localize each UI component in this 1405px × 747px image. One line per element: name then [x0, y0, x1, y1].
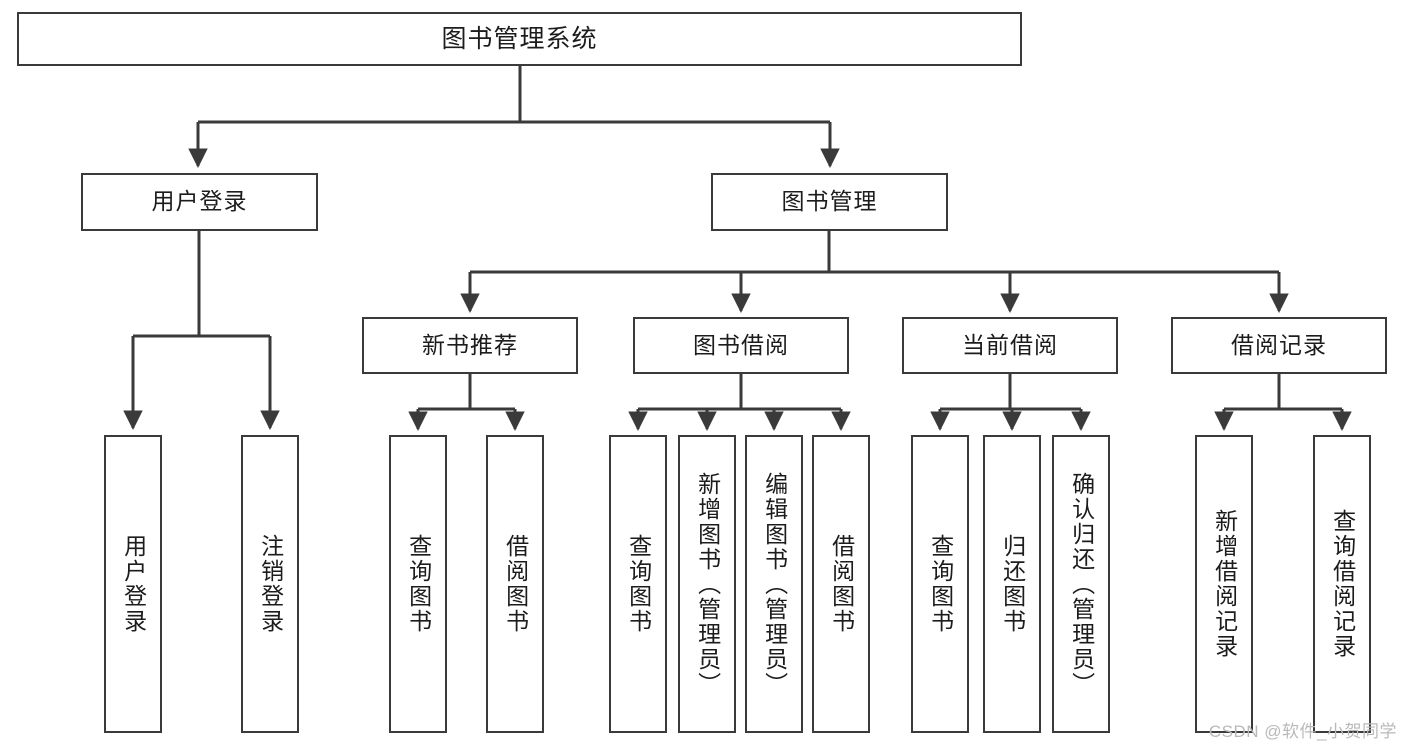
watermark: CSDN @软件_小贺同学	[1208, 722, 1397, 741]
node-book-borrow-label: 图书借阅	[693, 331, 789, 358]
leaf-query-book-recommend[interactable]: 查询图书	[389, 435, 447, 733]
leaf-add-borrow-record-label: 新增借阅记录	[1211, 509, 1238, 659]
node-new-book-recommend-label: 新书推荐	[422, 331, 518, 358]
leaf-return-book-label: 归还图书	[999, 534, 1026, 634]
node-book-borrow[interactable]: 图书借阅	[633, 317, 849, 374]
leaf-logout[interactable]: 注销登录	[241, 435, 299, 733]
leaf-user-login[interactable]: 用户登录	[104, 435, 162, 733]
leaf-borrow-book-recommend-label: 借阅图书	[502, 534, 529, 634]
node-borrow-record[interactable]: 借阅记录	[1171, 317, 1387, 374]
leaf-add-book-admin[interactable]: 新增图书（管理员）	[678, 435, 736, 733]
leaf-query-book-borrow-label: 查询图书	[625, 534, 652, 634]
node-borrow-record-label: 借阅记录	[1231, 331, 1327, 358]
leaf-borrow-book-label: 借阅图书	[828, 534, 855, 634]
node-root-label: 图书管理系统	[441, 25, 598, 53]
leaf-borrow-book[interactable]: 借阅图书	[812, 435, 870, 733]
leaf-borrow-book-recommend[interactable]: 借阅图书	[486, 435, 544, 733]
leaf-query-book-borrow[interactable]: 查询图书	[609, 435, 667, 733]
node-book-management[interactable]: 图书管理	[711, 173, 948, 231]
node-current-borrow[interactable]: 当前借阅	[902, 317, 1118, 374]
leaf-confirm-return-admin[interactable]: 确认归还（管理员）	[1052, 435, 1110, 733]
leaf-return-book[interactable]: 归还图书	[983, 435, 1041, 733]
leaf-add-book-admin-label: 新增图书（管理员）	[694, 471, 721, 697]
node-user-login[interactable]: 用户登录	[81, 173, 318, 231]
node-current-borrow-label: 当前借阅	[962, 331, 1058, 358]
leaf-query-borrow-record[interactable]: 查询借阅记录	[1313, 435, 1371, 733]
leaf-logout-label: 注销登录	[257, 534, 284, 634]
node-user-login-label: 用户登录	[151, 188, 248, 215]
node-book-management-label: 图书管理	[781, 188, 878, 215]
leaf-user-login-label: 用户登录	[120, 534, 147, 634]
leaf-query-book-current[interactable]: 查询图书	[911, 435, 969, 733]
leaf-edit-book-admin[interactable]: 编辑图书（管理员）	[745, 435, 803, 733]
leaf-edit-book-admin-label: 编辑图书（管理员）	[761, 471, 788, 697]
node-root[interactable]: 图书管理系统	[17, 12, 1022, 66]
leaf-confirm-return-admin-label: 确认归还（管理员）	[1068, 471, 1095, 697]
leaf-query-book-current-label: 查询图书	[927, 534, 954, 634]
leaf-query-book-recommend-label: 查询图书	[405, 534, 432, 634]
leaf-add-borrow-record[interactable]: 新增借阅记录	[1195, 435, 1253, 733]
leaf-query-borrow-record-label: 查询借阅记录	[1329, 509, 1356, 659]
node-new-book-recommend[interactable]: 新书推荐	[362, 317, 578, 374]
